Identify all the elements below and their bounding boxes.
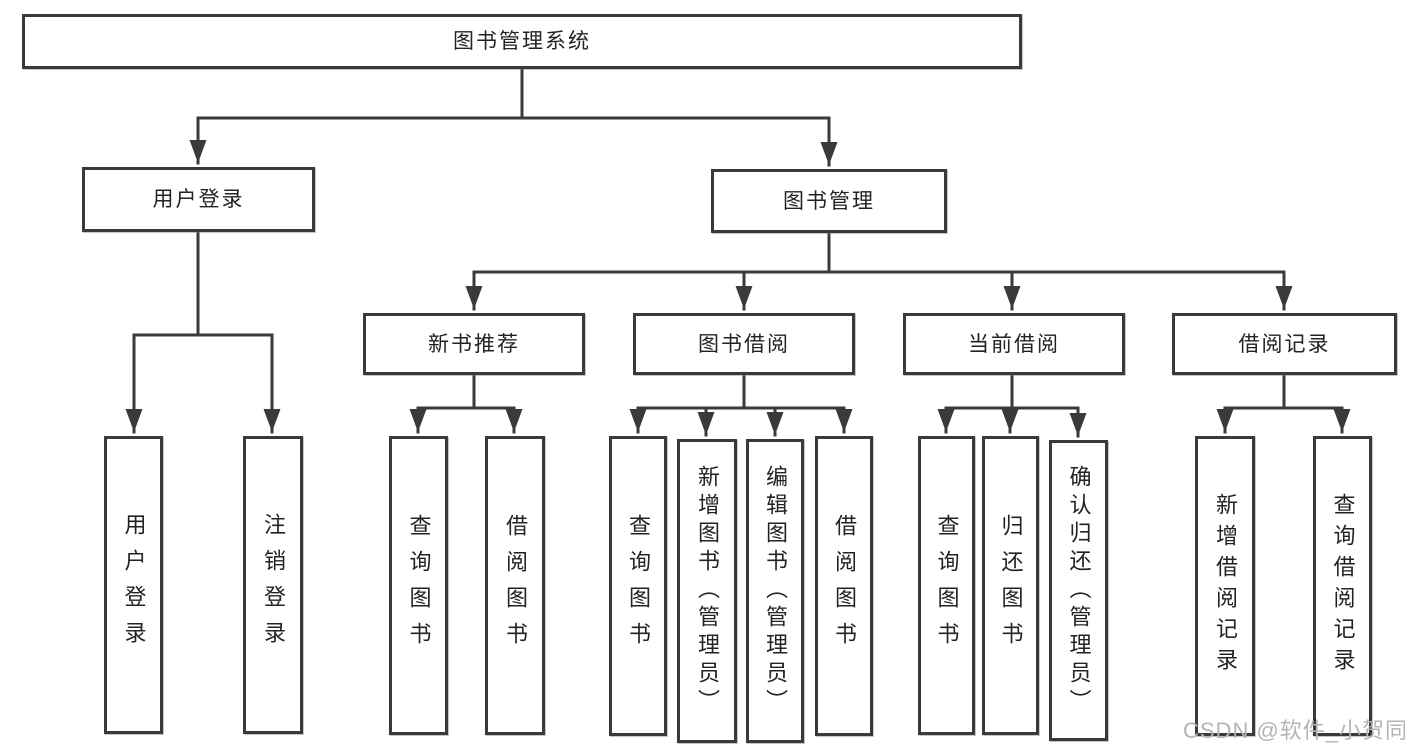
csdn-watermark: CSDN @软件_小贺同学	[1183, 718, 1405, 743]
leaf-logout: 注销登录	[243, 436, 303, 734]
leaf-confirm-return-admin: 确认归还（管理员）	[1049, 440, 1108, 741]
node-current-borrow: 当前借阅	[903, 313, 1125, 375]
leaf-borrow-books: 借阅图书	[485, 436, 545, 735]
leaf-add-books-admin: 新增图书（管理员）	[677, 439, 737, 743]
node-new-book-recommend: 新书推荐	[363, 313, 585, 375]
node-root-system: 图书管理系统	[22, 14, 1022, 69]
leaf-return-books: 归还图书	[982, 436, 1039, 735]
leaf-query-books-3: 查询图书	[918, 436, 975, 735]
node-borrow-records: 借阅记录	[1172, 313, 1397, 375]
node-user-login: 用户登录	[82, 167, 315, 232]
leaf-query-books-2: 查询图书	[609, 436, 667, 736]
node-book-management: 图书管理	[711, 169, 947, 233]
leaf-add-borrow-record: 新增借阅记录	[1195, 436, 1255, 736]
node-book-borrow: 图书借阅	[633, 313, 855, 375]
leaf-edit-books-admin: 编辑图书（管理员）	[746, 439, 804, 743]
leaf-user-login: 用户登录	[104, 436, 163, 734]
leaf-borrow-books-2: 借阅图书	[815, 436, 873, 736]
leaf-query-borrow-record: 查询借阅记录	[1313, 436, 1372, 736]
leaf-query-books: 查询图书	[389, 436, 448, 735]
